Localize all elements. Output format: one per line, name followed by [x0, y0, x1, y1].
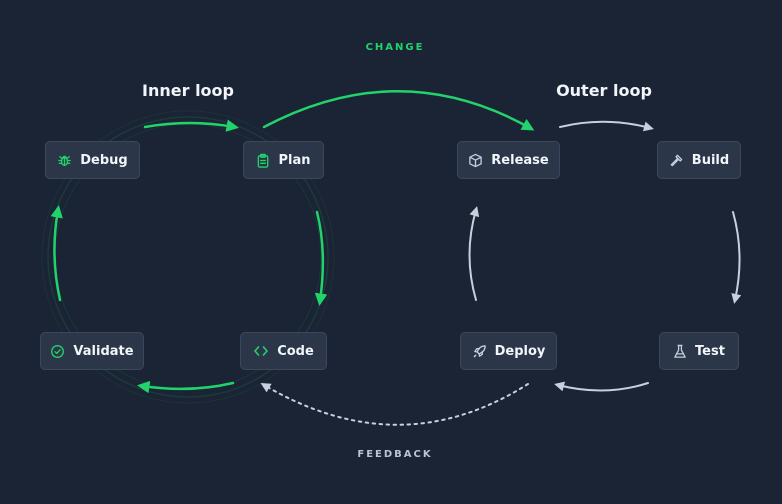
- arrow-code-to-validate: [137, 380, 235, 394]
- node-validate-label: Validate: [73, 343, 134, 359]
- node-plan-label: Plan: [278, 152, 311, 168]
- node-release-label: Release: [491, 152, 549, 168]
- arrow-validate-to-debug: [50, 205, 63, 302]
- arrow-feedback: [260, 382, 529, 426]
- inner-loop-title: Inner loop: [142, 81, 234, 100]
- check-circle-icon: [50, 344, 65, 359]
- node-deploy-label: Deploy: [494, 343, 546, 359]
- rocket-icon: [472, 344, 487, 359]
- arrow-release-to-build: [559, 120, 654, 132]
- node-build-label: Build: [691, 152, 730, 168]
- package-icon: [468, 153, 483, 168]
- arrow-test-to-deploy: [554, 381, 649, 392]
- arrow-build-to-test: [731, 211, 742, 304]
- clipboard-icon: [256, 153, 270, 168]
- node-test-label: Test: [695, 343, 725, 359]
- arrow-deploy-to-release: [468, 206, 480, 301]
- arrow-plan-to-code: [314, 210, 328, 306]
- bug-icon: [57, 153, 72, 168]
- arrow-change: [262, 90, 535, 131]
- flask-icon: [673, 344, 687, 359]
- node-validate[interactable]: Validate: [40, 332, 144, 370]
- node-code[interactable]: Code: [240, 332, 327, 370]
- hammer-icon: [669, 153, 684, 168]
- node-debug-label: Debug: [80, 152, 128, 168]
- change-label: CHANGE: [365, 42, 425, 53]
- node-plan[interactable]: Plan: [243, 141, 324, 179]
- node-test[interactable]: Test: [659, 332, 739, 370]
- arrow-debug-to-plan: [143, 119, 239, 132]
- node-deploy[interactable]: Deploy: [460, 332, 557, 370]
- node-release[interactable]: Release: [457, 141, 560, 179]
- node-code-label: Code: [277, 343, 314, 359]
- feedback-label: FEEDBACK: [357, 449, 433, 460]
- node-build[interactable]: Build: [657, 141, 741, 179]
- outer-loop-title: Outer loop: [556, 81, 652, 100]
- code-brackets-icon: [253, 344, 269, 358]
- node-debug[interactable]: Debug: [45, 141, 140, 179]
